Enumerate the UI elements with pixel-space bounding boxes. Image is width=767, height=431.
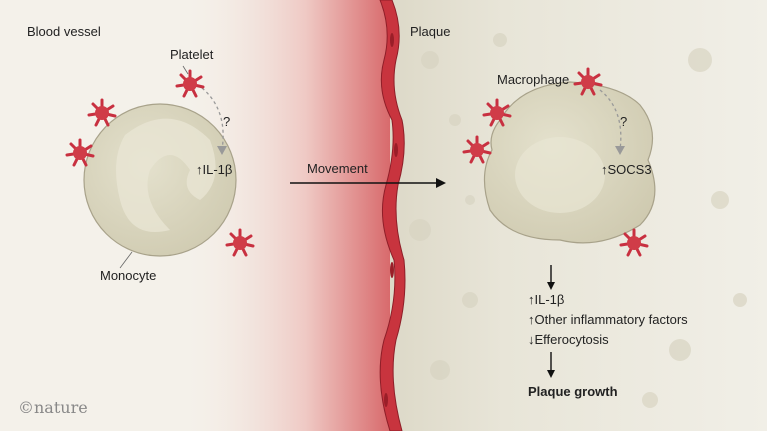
platelet-label: Platelet <box>170 47 214 62</box>
il1b-label: ↑IL-1β <box>196 162 233 177</box>
question-mark-left: ? <box>223 114 231 129</box>
plaque-label: Plaque <box>410 24 451 39</box>
plaque-particles <box>409 33 747 408</box>
effect-efferocytosis: ↓Efferocytosis <box>528 332 609 347</box>
socs3-label: ↑SOCS3 <box>601 162 652 177</box>
nature-logo: ©nature <box>18 398 88 417</box>
macrophage-label: Macrophage <box>497 72 570 87</box>
blood-vessel-label: Blood vessel <box>27 24 101 39</box>
movement-label: Movement <box>307 161 368 176</box>
effect-il1b: ↑IL-1β <box>528 292 565 307</box>
movement-arrow <box>290 178 446 188</box>
monocyte-label: Monocyte <box>100 268 157 283</box>
effect-inflammatory: ↑Other inflammatory factors <box>528 312 688 327</box>
plaque-growth-label: Plaque growth <box>528 384 618 399</box>
question-mark-right: ? <box>620 114 628 129</box>
vessel-wall <box>379 0 406 431</box>
down-arrows <box>547 265 555 378</box>
